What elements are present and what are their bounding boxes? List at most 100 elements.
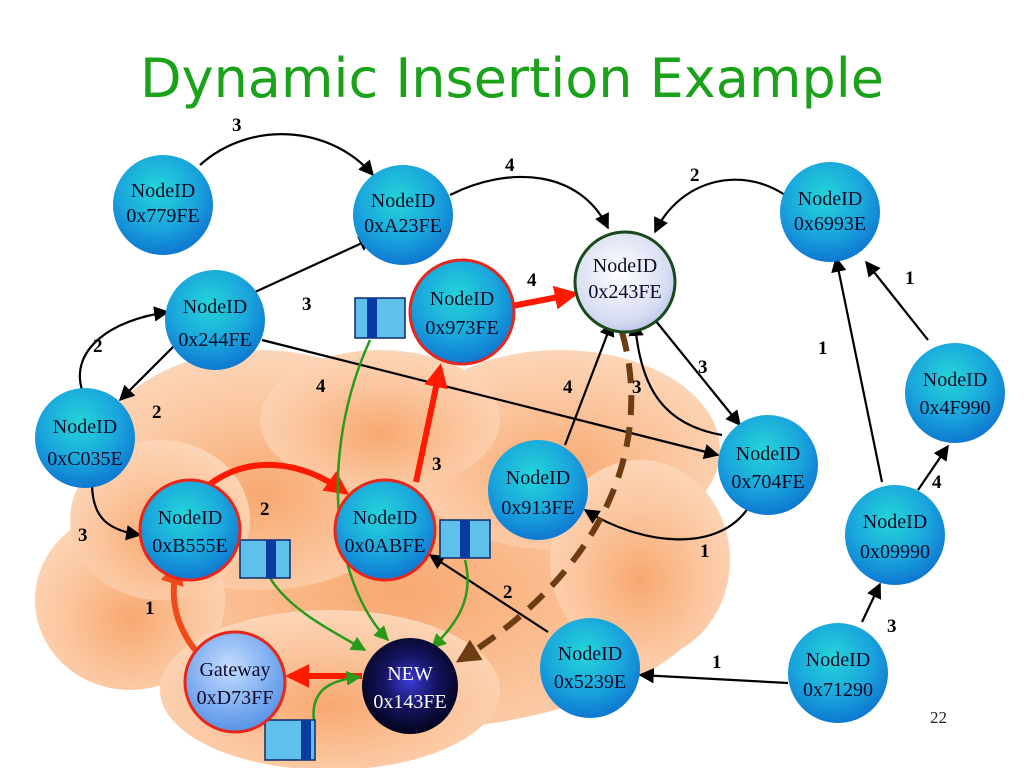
edge-973-to-243 (511, 285, 579, 310)
node-973: NodeID 0x973FE (408, 258, 516, 366)
node-913: NodeID 0x913FE (488, 440, 588, 540)
svg-text:NodeID: NodeID (371, 190, 435, 212)
edge-71290-to-09990 (861, 582, 882, 623)
svg-text:0x6993E: 0x6993E (794, 213, 866, 235)
routing-edges (78, 133, 949, 685)
svg-text:0x143FE: 0x143FE (373, 691, 446, 713)
edge-msgGW-to-NEW (312, 670, 362, 723)
svg-text:0x0ABFE: 0x0ABFE (344, 535, 425, 557)
svg-text:0x71290: 0x71290 (803, 679, 873, 701)
edge-6993-to-243 (654, 178, 786, 234)
edge-244-to-704 (261, 338, 720, 460)
node-B555: NodeID 0xB555E (138, 478, 242, 582)
edge-label: 3 (887, 616, 897, 637)
node-A23: NodeID 0xA23FE (353, 165, 453, 265)
edge-msgB555-to-NEW (268, 577, 367, 652)
svg-text:NodeID: NodeID (736, 443, 800, 465)
message-icon (354, 297, 406, 339)
node-71290: NodeID 0x71290 (788, 623, 888, 723)
svg-text:0x973FE: 0x973FE (425, 317, 498, 339)
edge-label: 1 (905, 268, 915, 289)
svg-text:0xC035E: 0xC035E (47, 448, 123, 470)
svg-text:NodeID: NodeID (53, 416, 117, 438)
svg-text:NodeID: NodeID (558, 643, 622, 665)
edge-msg0ABF-to-NEW (430, 559, 469, 650)
node-704: NodeID 0x704FE (718, 415, 818, 515)
svg-text:0xA23FE: 0xA23FE (364, 215, 442, 237)
node-244: NodeID 0x244FE (165, 270, 265, 370)
edge-09990-to-4F990 (917, 444, 949, 491)
edge-label: 3 (698, 357, 708, 378)
svg-text:0x5239E: 0x5239E (554, 671, 626, 693)
svg-text:0x779FE: 0x779FE (126, 205, 199, 227)
edge-244-to-A23 (254, 236, 375, 294)
svg-text:NodeID: NodeID (798, 188, 862, 210)
edge-label: 1 (700, 541, 710, 562)
edge-label: 4 (932, 472, 942, 493)
svg-text:NodeID: NodeID (353, 507, 417, 529)
node-5239: NodeID 0x5239E (540, 618, 640, 718)
svg-text:0xD73FF: 0xD73FF (197, 687, 274, 709)
svg-text:0x09990: 0x09990 (860, 541, 930, 563)
svg-text:NodeID: NodeID (806, 649, 870, 671)
edge-A23-to-243 (449, 175, 609, 230)
svg-text:NEW: NEW (387, 663, 433, 685)
node-4F990: NodeID 0x4F990 (905, 343, 1005, 443)
edge-label: 2 (690, 165, 700, 186)
svg-text:NodeID: NodeID (506, 467, 570, 489)
svg-text:Gateway: Gateway (199, 659, 270, 681)
node-new: NEW 0x143FE (362, 638, 458, 734)
edge-71290-to-5239 (638, 668, 789, 685)
svg-text:0x4F990: 0x4F990 (919, 397, 990, 419)
svg-text:0x704FE: 0x704FE (731, 471, 804, 493)
edge-labels: 3 4 2 3 4 2 2 1 1 4 3 3 3 2 4 3 2 1 1 1 … (78, 115, 915, 673)
edge-704-to-243 (628, 320, 723, 437)
edge-913-to-243 (563, 320, 615, 446)
node-243-target: NodeID 0x243FE (573, 230, 677, 334)
edge-label: 4 (316, 376, 326, 397)
node-gateway: Gateway 0xD73FF (183, 630, 287, 734)
svg-text:0xB555E: 0xB555E (152, 535, 228, 557)
edge-243-to-NEW-dashed (455, 331, 635, 663)
svg-text:NodeID: NodeID (183, 296, 247, 318)
edge-label: 1 (145, 598, 155, 619)
svg-text:0x244FE: 0x244FE (178, 329, 251, 351)
edge-label: 2 (152, 402, 162, 423)
edge-4F990-to-6993 (865, 260, 929, 341)
edge-label: 4 (563, 377, 573, 398)
edge-C035-to-244 (78, 306, 170, 391)
node-779: NodeID 0x779FE (113, 155, 213, 255)
nodes: NodeID 0x779FE NodeID 0xA23FE NodeID 0x2… (35, 155, 1005, 734)
edge-09990-to-6993 (831, 256, 884, 483)
edge-C035-to-B555 (90, 482, 142, 541)
edge-244-to-C035 (118, 339, 181, 402)
edge-label: 4 (505, 155, 515, 176)
node-09990: NodeID 0x09990 (845, 485, 945, 585)
edge-label: 3 (632, 377, 642, 398)
svg-text:NodeID: NodeID (131, 180, 195, 202)
edge-label: 4 (527, 270, 537, 291)
edge-label: 3 (432, 454, 442, 475)
svg-text:NodeID: NodeID (593, 255, 657, 277)
node-0ABF: NodeID 0x0ABFE (333, 478, 437, 582)
edge-labels-extra: 4 (932, 472, 942, 493)
edge-label: 3 (78, 525, 88, 546)
edge-0ABF-to-973 (413, 363, 448, 483)
svg-text:NodeID: NodeID (923, 369, 987, 391)
edge-label: 2 (93, 336, 103, 357)
edge-label: 3 (232, 115, 242, 136)
node-C035: NodeID 0xC035E (35, 388, 135, 488)
edge-label: 2 (260, 499, 270, 520)
edge-label: 2 (503, 582, 513, 603)
edge-label: 3 (302, 294, 312, 315)
message-icon (264, 719, 316, 761)
svg-text:NodeID: NodeID (863, 511, 927, 533)
node-6993: NodeID 0x6993E (780, 162, 880, 262)
svg-text:0x913FE: 0x913FE (501, 497, 574, 519)
svg-text:NodeID: NodeID (158, 507, 222, 529)
edge-704-to-913 (583, 504, 751, 541)
edge-B555-to-0ABF (208, 461, 349, 495)
edge-5239-to-0ABF (428, 554, 549, 633)
